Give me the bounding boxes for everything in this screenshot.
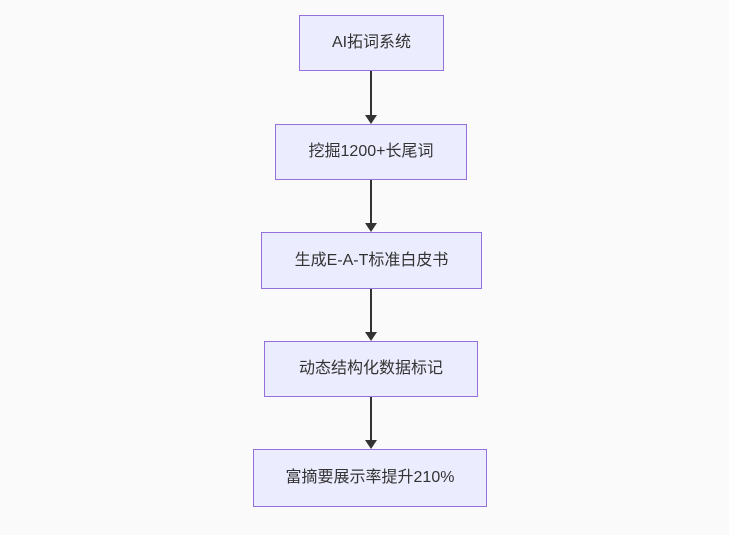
- arrow-connector-3: [361, 289, 381, 341]
- arrow-line: [370, 180, 372, 223]
- arrow-head-icon: [365, 115, 377, 124]
- arrow-head-icon: [365, 332, 377, 341]
- flow-node-label: 挖掘1200+长尾词: [308, 143, 434, 161]
- arrow-connector-1: [361, 71, 381, 124]
- arrow-connector-4: [361, 397, 381, 449]
- flow-node-rich-snippet-uplift: 富摘要展示率提升210%: [253, 449, 487, 507]
- flow-node-label: AI拓词系统: [331, 34, 412, 52]
- flow-node-label: 生成E-A-T标准白皮书: [294, 251, 449, 269]
- flow-node-label: 动态结构化数据标记: [298, 360, 443, 378]
- arrow-head-icon: [365, 440, 377, 449]
- flow-node-structured-data-markup: 动态结构化数据标记: [264, 341, 478, 397]
- arrow-line: [370, 289, 372, 332]
- flow-node-eat-whitepaper: 生成E-A-T标准白皮书: [261, 232, 482, 289]
- arrow-head-icon: [365, 223, 377, 232]
- arrow-connector-2: [361, 180, 381, 232]
- arrow-line: [370, 397, 372, 440]
- flow-node-longtail-mining: 挖掘1200+长尾词: [275, 124, 467, 180]
- arrow-line: [370, 71, 372, 115]
- flow-node-ai-keyword-system: AI拓词系统: [299, 15, 444, 71]
- flow-node-label: 富摘要展示率提升210%: [285, 469, 455, 487]
